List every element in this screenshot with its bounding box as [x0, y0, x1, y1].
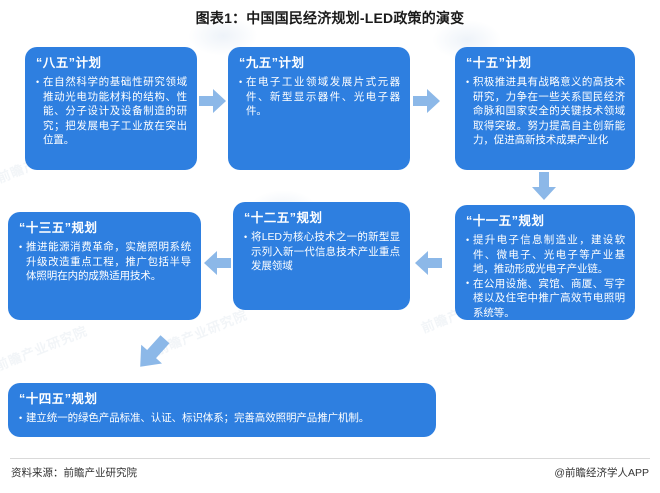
- policy-box-115[interactable]: “十一五”规划 提升电子信息制造业，建设软件、微电子、光电子等产业基地，推动形成…: [455, 205, 635, 320]
- policy-box-125[interactable]: “十二五”规划 将LED为核心技术之一的新型显示列入新一代信息技术产业重点发展领…: [233, 202, 410, 310]
- policy-box-145[interactable]: “十四五”规划 建立统一的绿色产品标准、认证、标识体系；完善高效照明产品推广机制…: [8, 383, 436, 437]
- list-item: 在自然科学的基础性研究领域推动光电功能材料的结构、性能、分子设计及设备制造的研究…: [36, 75, 187, 148]
- policy-box-15[interactable]: “十五”计划 积极推进具有战略意义的高技术研究，力争在一些关系国民经济命脉和国家…: [455, 47, 635, 170]
- source-note: 资料来源：前瞻产业研究院: [11, 467, 137, 479]
- list-item: 提升电子信息制造业，建设软件、微电子、光电子等产业基地，推动形成光电子产业链。: [466, 233, 625, 277]
- policy-box-bullets: 在电子工业领域发展片式元器件、新型显示器件、光电子器件。: [239, 75, 400, 119]
- policy-box-85[interactable]: “八五”计划 在自然科学的基础性研究领域推动光电功能材料的结构、性能、分子设计及…: [25, 47, 197, 170]
- policy-box-95[interactable]: “九五”计划 在电子工业领域发展片式元器件、新型显示器件、光电子器件。: [228, 47, 410, 170]
- policy-box-135[interactable]: “十三五”规划 推进能源消费革命，实施照明系统升级改造重点工程，推广包括半导体照…: [8, 212, 201, 320]
- policy-box-title: “十二五”规划: [244, 211, 323, 225]
- list-item: 积极推进具有战略意义的高技术研究，力争在一些关系国民经济命脉和国家安全的关键技术…: [466, 75, 625, 148]
- arrow-left-icon: [414, 250, 442, 276]
- arrow-right-icon: [199, 88, 227, 114]
- chart-title-bar: 图表1：中国国民经济规划-LED政策的演变: [0, 8, 660, 28]
- arrow-down-icon: [531, 172, 557, 201]
- page-title: 图表1：中国国民经济规划-LED政策的演变: [195, 10, 465, 26]
- policy-box-bullets: 积极推进具有战略意义的高技术研究，力争在一些关系国民经济命脉和国家安全的关键技术…: [466, 75, 625, 148]
- policy-box-bullets: 推进能源消费革命，实施照明系统升级改造重点工程，推广包括半导体照明在内的成熟适用…: [19, 240, 191, 284]
- policy-box-bullets: 建立统一的绿色产品标准、认证、标识体系；完善高效照明产品推广机制。: [19, 411, 426, 426]
- list-item: 在公用设施、宾馆、商厦、写字楼以及住宅中推广高效节电照明系统等。: [466, 276, 625, 320]
- policy-box-title: “八五”计划: [36, 56, 102, 70]
- policy-box-title: “十五”计划: [466, 56, 532, 70]
- watermark-text: 前瞻产业研究院: [0, 323, 90, 374]
- list-item: 建立统一的绿色产品标准、认证、标识体系；完善高效照明产品推广机制。: [19, 411, 426, 426]
- policy-box-bullets: 在自然科学的基础性研究领域推动光电功能材料的结构、性能、分子设计及设备制造的研究…: [36, 75, 187, 148]
- policy-box-bullets: 将LED为核心技术之一的新型显示列入新一代信息技术产业重点发展领域: [244, 230, 400, 274]
- arrow-right-icon: [413, 88, 441, 114]
- footer-divider: [10, 458, 650, 459]
- list-item: 在电子工业领域发展片式元器件、新型显示器件、光电子器件。: [239, 75, 400, 119]
- list-item: 推进能源消费革命，实施照明系统升级改造重点工程，推广包括半导体照明在内的成熟适用…: [19, 240, 191, 284]
- policy-box-title: “十一五”规划: [466, 214, 545, 228]
- policy-box-title: “十四五”规划: [19, 392, 98, 406]
- arrow-left-icon: [203, 250, 231, 276]
- policy-box-title: “九五”计划: [239, 56, 305, 70]
- attribution-note: @前瞻经济学人APP: [554, 467, 649, 479]
- policy-box-bullets: 提升电子信息制造业，建设软件、微电子、光电子等产业基地，推动形成光电子产业链。 …: [466, 233, 625, 320]
- list-item: 将LED为核心技术之一的新型显示列入新一代信息技术产业重点发展领域: [244, 230, 400, 274]
- policy-box-title: “十三五”规划: [19, 221, 98, 235]
- arrow-down-right-icon: [133, 333, 173, 375]
